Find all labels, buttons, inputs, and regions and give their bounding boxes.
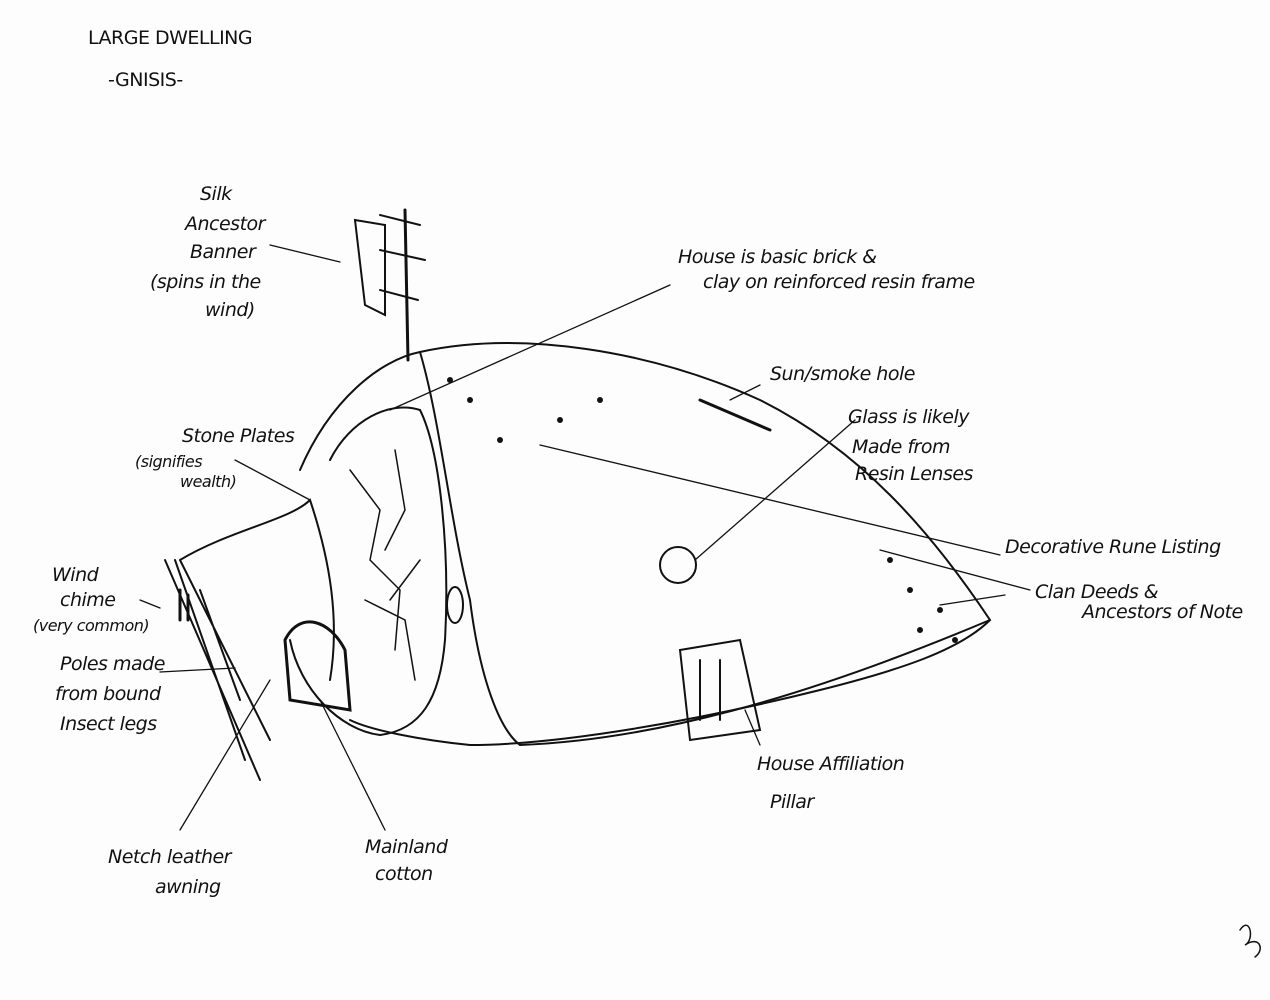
clan-label-1: Clan Deeds & bbox=[1035, 581, 1159, 603]
rune-label: Decorative Rune Listing bbox=[1005, 536, 1221, 558]
wind-chime-label-3: (very common) bbox=[33, 616, 150, 635]
sun-hole-label: Sun/smoke hole bbox=[770, 363, 915, 385]
banner-label-5: wind) bbox=[205, 299, 255, 321]
stone-plates-label-2: (signifies bbox=[135, 452, 203, 471]
poles-label-1: Poles made bbox=[60, 653, 165, 675]
glass-label-2: Made from bbox=[852, 436, 950, 458]
side-window bbox=[446, 586, 464, 624]
rune-dots bbox=[447, 377, 958, 643]
facade-arch bbox=[289, 406, 448, 737]
pillar-label-2: Pillar bbox=[770, 791, 814, 813]
dome-base bbox=[519, 619, 991, 746]
leader-lines bbox=[139, 244, 1031, 831]
house-label-1: House is basic brick & bbox=[678, 246, 877, 268]
awning-label-1: Netch leather bbox=[108, 846, 231, 868]
banner-label-1: Silk bbox=[200, 183, 232, 205]
poles-label-3: Insect legs bbox=[60, 713, 157, 735]
subtitle: -GNISIS- bbox=[108, 69, 183, 91]
banner-label-2: Ancestor bbox=[185, 213, 265, 235]
sun-hole bbox=[698, 398, 772, 432]
glass-label-1: Glass is likely bbox=[848, 406, 969, 428]
banner-label-3: Banner bbox=[190, 241, 256, 263]
pillar bbox=[678, 638, 762, 742]
wind-chime-label-2: chime bbox=[60, 589, 116, 611]
awning-label-2: awning bbox=[155, 876, 221, 898]
signature-mark bbox=[1239, 924, 1261, 958]
poles-label-2: from bound bbox=[55, 683, 161, 705]
banner bbox=[353, 214, 426, 317]
banner-pole bbox=[403, 208, 410, 362]
dome-rib bbox=[419, 351, 521, 746]
stone-plates-label-1: Stone Plates bbox=[182, 425, 295, 447]
glass-label-3: Resin Lenses bbox=[855, 463, 973, 485]
resin-lens-window bbox=[659, 546, 697, 584]
clan-label-2: Ancestors of Note bbox=[1082, 601, 1243, 623]
title: LARGE DWELLING bbox=[88, 27, 253, 49]
house-label-2: clay on reinforced resin frame bbox=[703, 271, 975, 293]
pillar-label-1: House Affiliation bbox=[757, 753, 905, 775]
stone-plates bbox=[349, 449, 421, 681]
doorway bbox=[283, 620, 352, 712]
cotton-label-2: cotton bbox=[375, 863, 433, 885]
stone-plates-label-3: wealth) bbox=[180, 472, 237, 491]
banner-label-4: (spins in the bbox=[150, 271, 261, 293]
cotton-label-1: Mainland bbox=[365, 836, 448, 858]
wind-chime-label-1: Wind bbox=[52, 564, 99, 586]
pole bbox=[164, 559, 261, 781]
